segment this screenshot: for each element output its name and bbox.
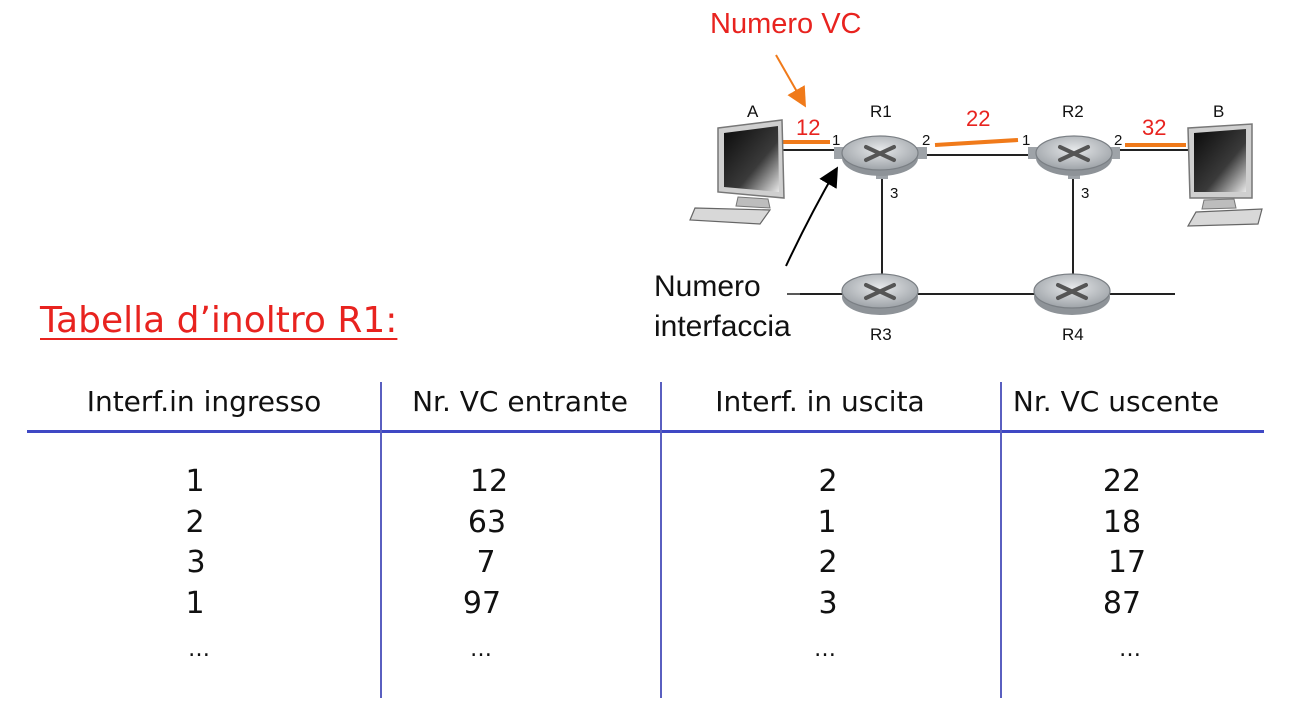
computer-icon-b: [1186, 123, 1263, 227]
vc-label-r2-b: 32: [1142, 115, 1166, 140]
table-cell: …: [814, 637, 836, 662]
vc-label-r1-r2: 22: [966, 106, 990, 131]
table-cell: …: [1119, 637, 1141, 662]
header-out-vc: Nr. VC uscente: [1012, 385, 1220, 418]
table-cell: …: [470, 637, 492, 662]
table-cell: 22: [1102, 464, 1142, 499]
callout-iface-label-line1: Numero: [654, 270, 761, 303]
router-label-r1: R1: [870, 102, 892, 121]
table-title: Tabella d’inoltro R1:: [40, 300, 398, 341]
router-label-r3: R3: [870, 325, 892, 344]
table-cell: 63: [467, 505, 507, 540]
header-in-vc: Nr. VC entrante: [412, 385, 628, 418]
table-cell: 97: [462, 586, 502, 621]
header-in-interface: Interf.in ingresso: [86, 385, 322, 418]
callout-iface-label-line2: interfaccia: [654, 310, 791, 343]
table-cell: 1: [185, 586, 205, 621]
table-cell: 18: [1102, 505, 1142, 540]
computer-icon-a: [689, 119, 785, 225]
port-r1-left: 1: [832, 132, 840, 149]
table-cell: 3: [818, 586, 838, 621]
port-r1-bottom: 3: [890, 185, 898, 202]
callout-vc-arrow: [775, 54, 806, 108]
column-divider: [660, 382, 662, 698]
router-icon-r1: [834, 135, 927, 179]
host-b-label: B: [1213, 102, 1224, 121]
port-r2-right: 2: [1114, 132, 1122, 149]
port-r1-right: 2: [922, 132, 930, 149]
vc-label-a-r1: 12: [796, 115, 820, 140]
router-icon-r2: [1028, 135, 1120, 179]
table-cell: 3: [186, 545, 206, 580]
port-r2-left: 1: [1022, 132, 1030, 149]
router-icon-r3: [841, 273, 919, 315]
table-cell: 1: [185, 464, 205, 499]
port-r2-bottom: 3: [1081, 185, 1089, 202]
header-rule: [27, 430, 1264, 433]
router-label-r2: R2: [1062, 102, 1084, 121]
network-diagram: Numero VC A B R1 R2 R3 R4 12 22 32 1 2 3…: [654, 8, 1263, 344]
table-cell: 87: [1102, 586, 1142, 621]
router-label-r4: R4: [1062, 325, 1084, 344]
table-cell: 17: [1107, 545, 1147, 580]
table-cell: 2: [185, 505, 205, 540]
host-a-label: A: [747, 102, 759, 121]
table-cell: 12: [469, 464, 509, 499]
column-divider: [1000, 382, 1002, 698]
callout-iface-arrow: [785, 166, 839, 267]
table-cell: 1: [817, 505, 837, 540]
header-out-interface: Interf. in uscita: [715, 385, 925, 418]
router-icon-r4: [1033, 273, 1111, 315]
callout-vc-label: Numero VC: [710, 8, 862, 40]
column-divider: [380, 382, 382, 698]
table-cell: 2: [818, 545, 838, 580]
table-cell: 7: [476, 545, 496, 580]
table-cell: …: [188, 637, 210, 662]
vc-segment-r1-r2: [934, 138, 1019, 147]
table-cell: 2: [818, 464, 838, 499]
